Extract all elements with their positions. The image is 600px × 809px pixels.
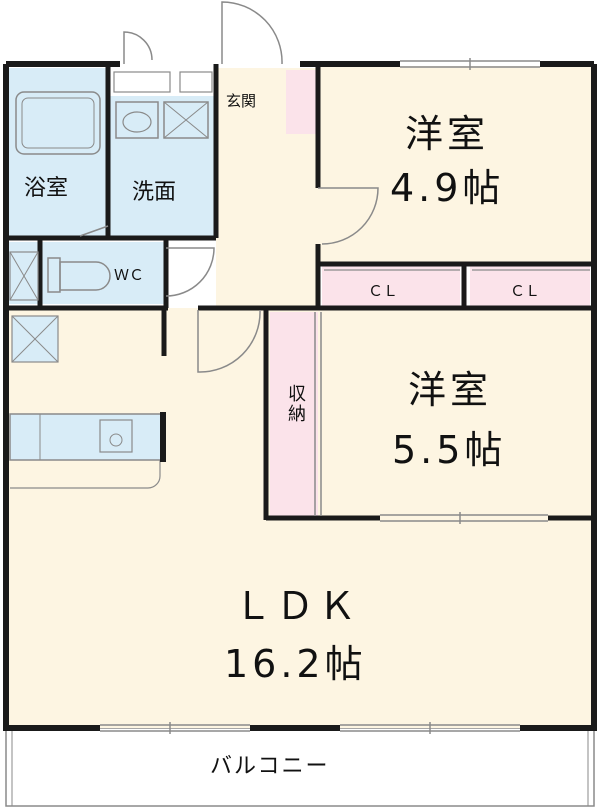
washroom-floor bbox=[110, 96, 216, 236]
western-room-1-floor bbox=[318, 66, 594, 266]
ldk-name: ＬＤＫ bbox=[234, 584, 361, 628]
bathtub-icon bbox=[15, 91, 101, 155]
entrance-shoebox bbox=[286, 70, 316, 134]
closet-1-floor bbox=[322, 266, 460, 306]
washroom-name: 洗面 bbox=[132, 180, 177, 205]
western-room-2-name: 洋室 bbox=[408, 368, 493, 412]
toilet-floor bbox=[42, 242, 166, 304]
toilet-icon bbox=[47, 257, 111, 293]
western-room-2-floor bbox=[318, 310, 594, 520]
western-room-1-size: 4.9帖 bbox=[390, 166, 505, 210]
bath-name: 浴室 bbox=[24, 176, 69, 201]
closet-1-name: ＣＬ bbox=[368, 282, 399, 300]
entrance-name: 玄関 bbox=[226, 92, 257, 110]
storage-floor bbox=[270, 312, 318, 516]
kitchen-counter-icon bbox=[9, 413, 163, 489]
bath-floor bbox=[8, 68, 108, 236]
balcony-name: バルコニー bbox=[210, 754, 330, 779]
wash-basin-icon bbox=[115, 101, 159, 139]
ldk-size: 16.2帖 bbox=[224, 642, 367, 686]
washing-machine-space-icon bbox=[163, 101, 209, 139]
closet-2-name: ＣＬ bbox=[510, 282, 541, 300]
hall-floor bbox=[216, 134, 318, 308]
closet-2-floor bbox=[470, 266, 590, 306]
utility-cross-icon bbox=[9, 251, 39, 301]
western-room-1-name: 洋室 bbox=[405, 112, 490, 156]
western-room-2-size: 5.5帖 bbox=[392, 428, 507, 472]
toilet-name: ＷＣ bbox=[114, 266, 145, 284]
balcony-area bbox=[5, 727, 595, 807]
storage-name: 収納 bbox=[285, 384, 306, 424]
